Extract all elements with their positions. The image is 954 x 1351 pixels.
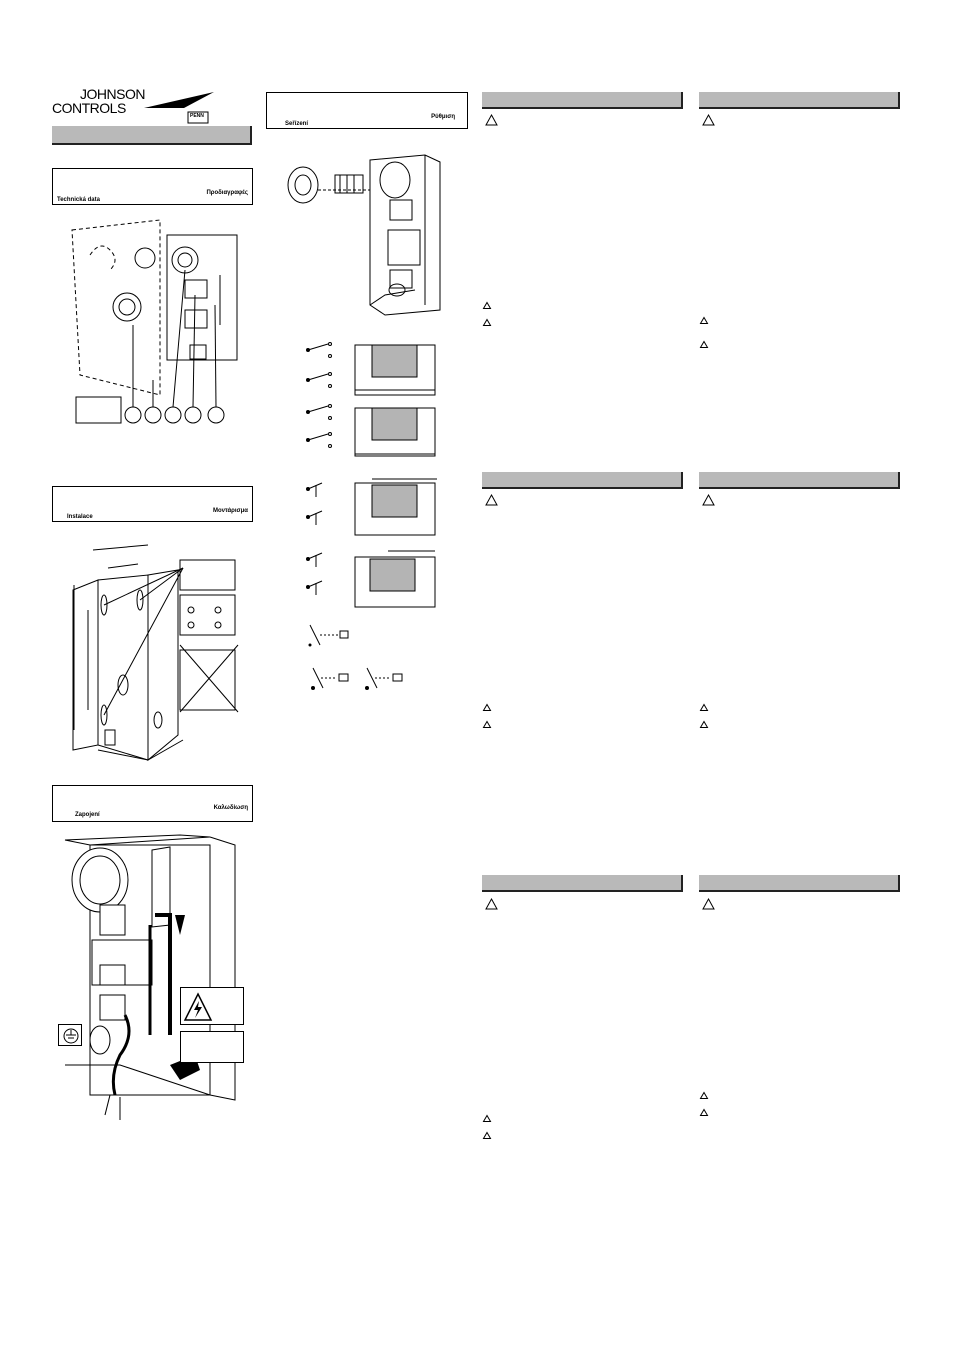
high-voltage-box: [180, 987, 244, 1025]
warning-triangle-icon: [699, 316, 709, 324]
warning-triangle-icon: [702, 113, 715, 126]
tech-data-label-cz: Technická data: [57, 197, 100, 203]
switch-diagram-2: [306, 404, 436, 457]
col4-bar-1: [699, 92, 900, 109]
ground-symbol-icon: [58, 1024, 82, 1046]
warning-triangle-icon: [702, 897, 715, 910]
warning-triangle-icon: [482, 1114, 492, 1122]
left-header-bar: [52, 126, 252, 145]
logo-controls: CONTROLS: [52, 100, 126, 116]
high-voltage-icon: [183, 992, 213, 1021]
tech-data-label-gr: Προδιαγραφές: [206, 190, 248, 196]
col4-bar-3: [699, 875, 900, 892]
warning-triangle-icon: [482, 703, 492, 711]
switch-diagram-3: [306, 478, 437, 536]
company-logo: JOHNSON CONTROLS PENN: [52, 86, 214, 126]
installation-box: Instalace Μοντάρισμα: [52, 486, 253, 522]
switch-diagram-4: [306, 550, 436, 608]
warning-triangle-icon: [482, 301, 492, 309]
warning-triangle-icon: [482, 318, 492, 326]
installation-label-cz: Instalace: [67, 514, 93, 520]
tech-data-drawing: [71, 219, 238, 424]
adjustment-label-cz: Seřízení: [285, 121, 309, 127]
wiring-drawing: [64, 834, 236, 1120]
wiring-box: Zapojení Καλωδίωση: [52, 785, 253, 822]
warning-triangle-icon: [485, 113, 498, 126]
installation-label-gr: Μοντάρισμα: [212, 508, 248, 514]
col3-bar-2: [482, 472, 683, 489]
adjustment-drawing: [287, 154, 441, 316]
warning-triangle-icon: [699, 1091, 709, 1099]
switch-diagram-1: [306, 342, 436, 396]
logo-penn: PENN: [190, 113, 204, 119]
warning-triangle-icon: [485, 897, 498, 910]
adjustment-label-gr: Ρύθμιση: [431, 114, 455, 120]
wiring-label-cz: Zapojení: [75, 812, 100, 818]
switch-symbols: [308, 624, 403, 690]
col4-bar-2: [699, 472, 900, 489]
warning-triangle-icon: [699, 1108, 709, 1116]
wiring-note-box: [180, 1031, 244, 1063]
col3-bar-3: [482, 875, 683, 892]
col3-bar-1: [482, 92, 683, 109]
wiring-label-gr: Καλωδίωση: [213, 805, 248, 811]
warning-triangle-icon: [482, 720, 492, 728]
logo-johnson: JOHNSON: [80, 86, 145, 102]
warning-triangle-icon: [485, 493, 498, 506]
tech-data-box: Technická data Προδιαγραφές: [52, 168, 253, 205]
installation-drawing: [72, 544, 239, 762]
warning-triangle-icon: [482, 1131, 492, 1139]
warning-triangle-icon: [699, 720, 709, 728]
adjustment-box: Seřízení Ρύθμιση: [266, 92, 468, 129]
warning-triangle-icon: [699, 703, 709, 711]
logo-penn-mark: [144, 92, 214, 124]
warning-triangle-icon: [702, 493, 715, 506]
warning-triangle-icon: [699, 340, 709, 348]
